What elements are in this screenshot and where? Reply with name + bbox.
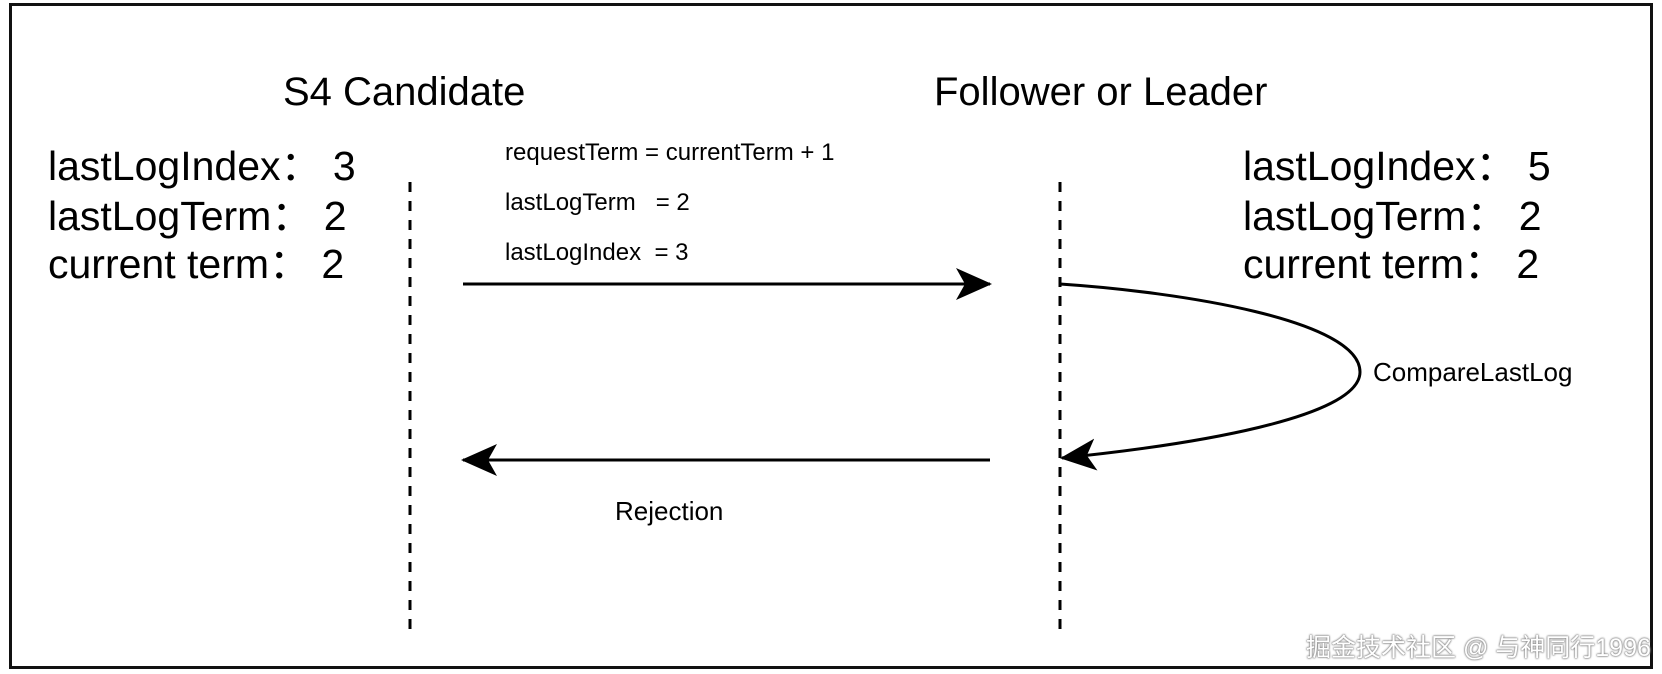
- candidate-last-log-term: lastLogTerm： 2: [48, 193, 347, 239]
- rejection-label: Rejection: [615, 496, 724, 526]
- peer-title: Follower or Leader: [934, 70, 1268, 114]
- diagram-frame: [9, 3, 1653, 669]
- compare-last-log-label: CompareLastLog: [1373, 357, 1573, 387]
- watermark: 掘金技术社区 @ 与神同行1996: [1306, 634, 1651, 662]
- peer-current-term: current term： 2: [1243, 241, 1540, 287]
- candidate-last-log-index: lastLogIndex： 3: [48, 143, 356, 189]
- request-last-log-term-field: lastLogTerm = 2: [505, 189, 690, 216]
- peer-last-log-term: lastLogTerm： 2: [1243, 193, 1542, 239]
- request-last-log-index-field: lastLogIndex = 3: [505, 239, 689, 266]
- peer-last-log-index: lastLogIndex： 5: [1243, 143, 1551, 189]
- candidate-current-term: current term： 2: [48, 241, 345, 287]
- compare-last-log-arrow: [1059, 282, 1362, 471]
- candidate-title: S4 Candidate: [283, 70, 526, 114]
- request-term-field: requestTerm = currentTerm + 1: [505, 139, 835, 166]
